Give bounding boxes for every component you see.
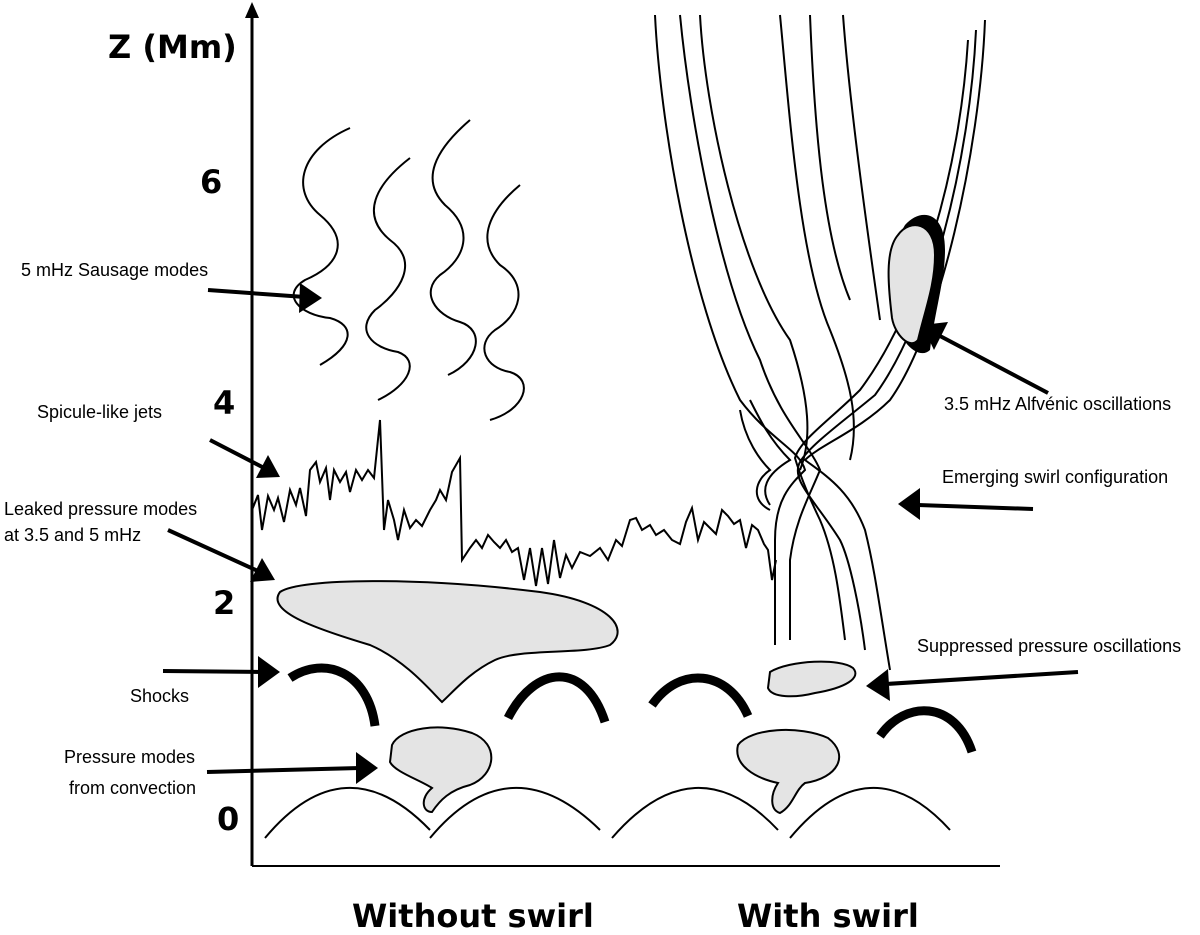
- arrows: [162, 283, 1079, 784]
- panel-label-without-swirl: Without swirl: [352, 897, 594, 935]
- axis-title: Z (Mm): [108, 28, 237, 66]
- swirl-field-lines: [654, 14, 986, 671]
- pressure-blob-left: [388, 726, 493, 814]
- tick-label-4: 4: [213, 384, 235, 422]
- emerging-arrow: [898, 488, 1034, 520]
- pressure-arrow: [206, 752, 378, 784]
- alfvenic-blob: [887, 224, 937, 345]
- label-spicule-jets: Spicule-like jets: [37, 402, 162, 422]
- sausage-waves: [292, 119, 525, 421]
- z-axis: [245, 2, 1000, 867]
- label-emerging-swirl: Emerging swirl configuration: [942, 467, 1168, 487]
- alfvenic-arrow: [922, 322, 1049, 395]
- shocks-arrow: [162, 656, 280, 688]
- pressure-blob-right: [736, 729, 840, 815]
- suppressed-arrow: [866, 669, 1079, 701]
- shocks: [287, 663, 977, 754]
- label-sausage-modes: 5 mHz Sausage modes: [21, 260, 208, 280]
- tick-label-0: 0: [217, 800, 239, 838]
- tick-label-2: 2: [213, 584, 235, 622]
- label-leaked-line2: at 3.5 and 5 mHz: [4, 525, 141, 545]
- spicule-arrow: [209, 438, 280, 478]
- suppressed-pressure-blob: [766, 660, 857, 698]
- label-leaked-line1: Leaked pressure modes: [4, 499, 197, 519]
- spicule-jets-line: [251, 419, 777, 587]
- label-suppressed: Suppressed pressure oscillations: [917, 636, 1181, 656]
- leaked-arrow: [167, 528, 275, 582]
- panel-label-with-swirl: With swirl: [737, 897, 919, 935]
- label-pressure-line2: from convection: [69, 778, 196, 798]
- leaked-pressure-blob: [276, 580, 619, 704]
- tick-label-6: 6: [200, 163, 222, 201]
- label-shocks: Shocks: [130, 686, 189, 706]
- label-alfvenic: 3.5 mHz Alfvénic oscillations: [944, 394, 1171, 414]
- sausage-arrow: [207, 283, 322, 313]
- convection-arcs: [264, 786, 951, 839]
- label-pressure-line1: Pressure modes: [64, 747, 195, 767]
